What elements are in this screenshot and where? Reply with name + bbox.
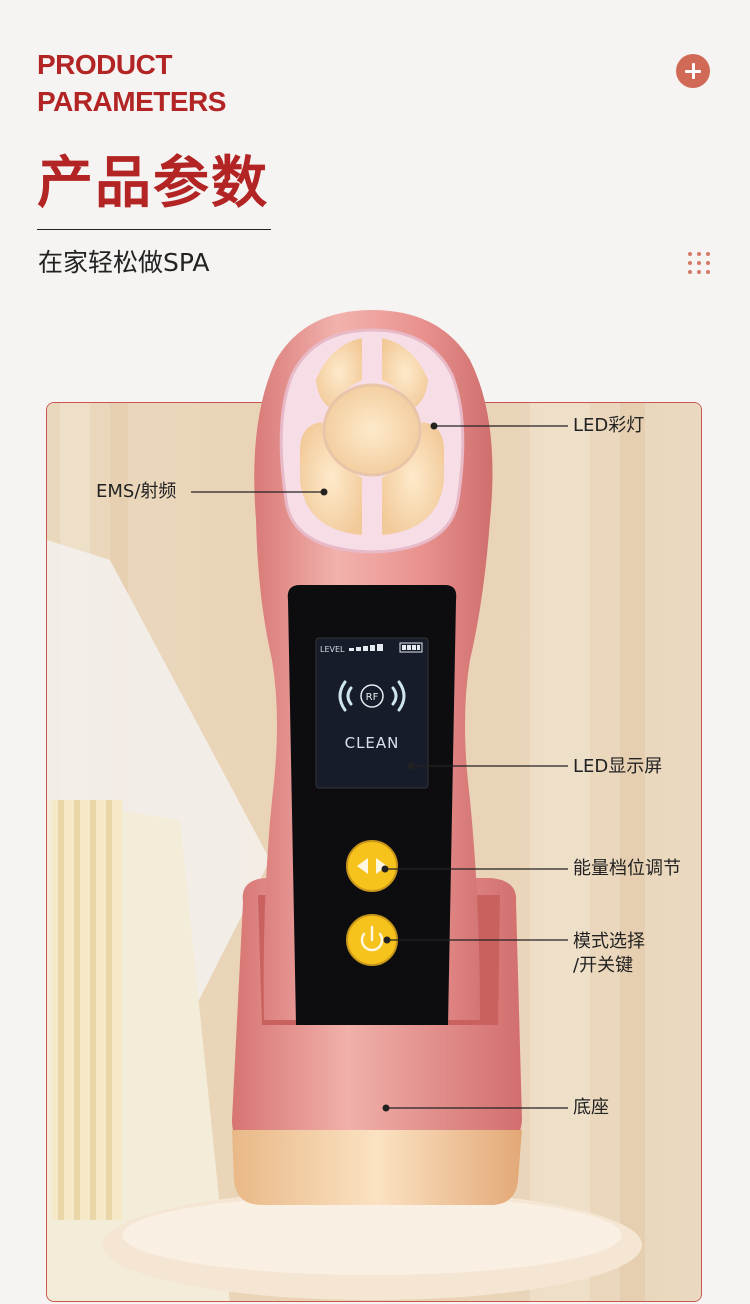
screen-rf-label: RF [366,692,379,703]
callout-mode-select-line-1: 模式选择 [573,931,645,952]
callout-mode-select: 模式选择 /开关键 [573,930,645,978]
plus-icon[interactable] [676,54,710,88]
screen-level-label: LEVEL [320,645,345,654]
callout-base: 底座 [573,1097,609,1118]
english-title-line-2: PARAMETERS [37,86,226,117]
callout-mode-select-line-2: /开关键 [573,955,634,976]
english-title: PRODUCT PARAMETERS [37,46,226,120]
energy-adjust-button[interactable] [346,840,398,892]
power-icon [360,932,384,952]
chinese-title: 产品参数 [37,151,269,216]
callout-led-light: LED彩灯 [573,415,645,436]
callout-led-display: LED显示屏 [573,756,663,777]
callout-ems-rf: EMS/射频 [96,481,177,502]
screen-mode-label: CLEAN [345,734,400,752]
subtitle: 在家轻松做SPA [38,248,210,277]
rf-wave-icon [338,680,406,712]
dots-grid-icon [688,252,712,276]
english-title-line-1: PRODUCT [37,49,172,80]
title-divider [37,229,271,230]
callout-energy-adjust: 能量档位调节 [573,858,681,879]
